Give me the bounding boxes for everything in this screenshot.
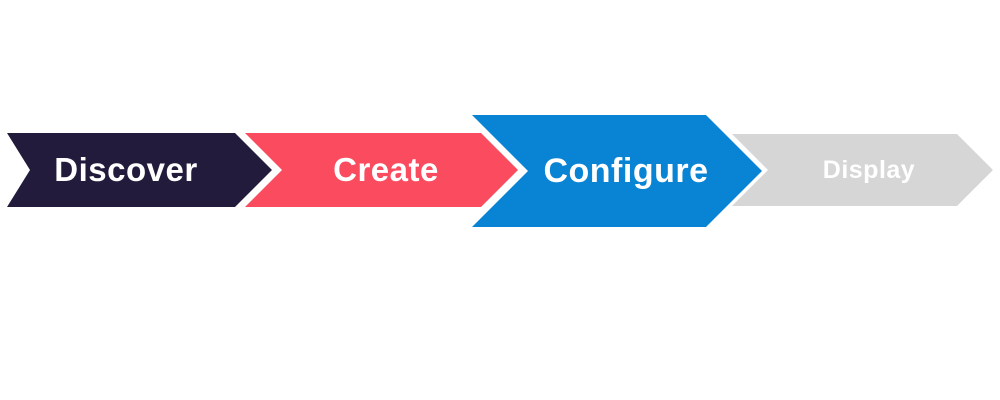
step-arrow-create: Create	[245, 133, 518, 207]
step-label-create: Create	[333, 151, 439, 188]
step-arrow-display: Display	[732, 134, 993, 206]
step-arrow-discover: Discover	[7, 133, 272, 207]
step-label-display: Display	[822, 155, 916, 184]
step-label-configure: Configure	[543, 151, 709, 190]
step-label-discover: Discover	[54, 151, 198, 188]
